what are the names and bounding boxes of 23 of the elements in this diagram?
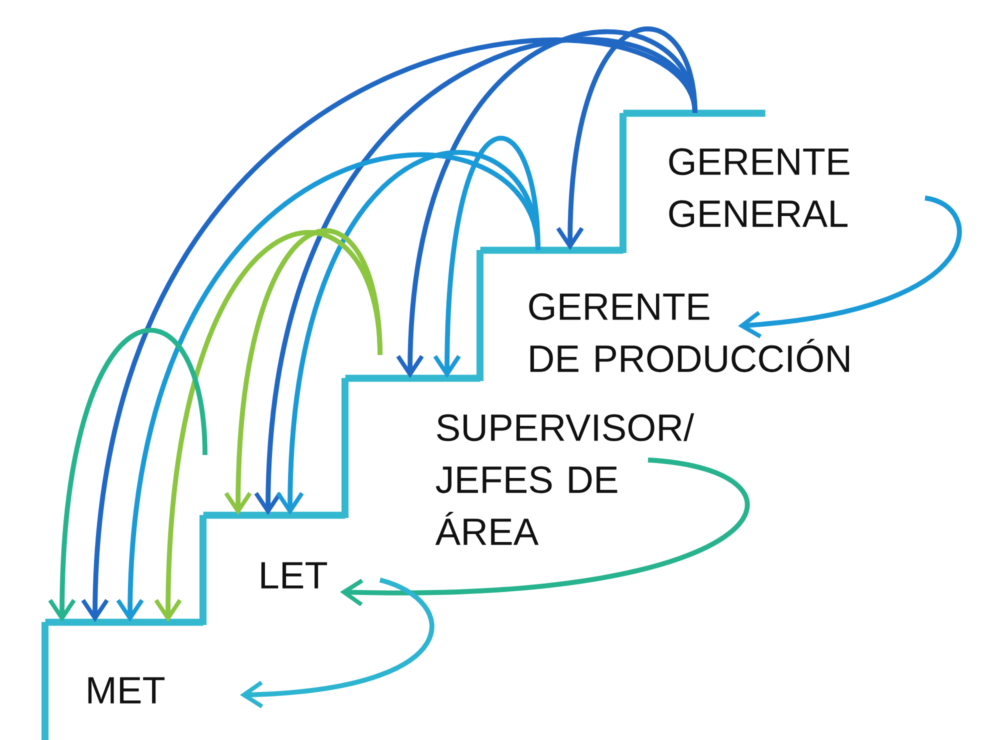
- arrow: [556, 26, 698, 250]
- level-label: GERENTE DE PRODUCCIÓN: [529, 293, 849, 372]
- arrow: [738, 196, 962, 338]
- arrow: [340, 458, 750, 606]
- arrow: [254, 36, 698, 515]
- arrow: [116, 153, 540, 622]
- arrow: [240, 578, 434, 708]
- level-label: GERENTE GENERAL: [669, 148, 850, 228]
- level-label: MET: [88, 677, 165, 704]
- stair-step: [345, 374, 480, 382]
- arrow: [433, 136, 540, 378]
- arrow: [276, 151, 540, 515]
- stair-step: [45, 618, 204, 626]
- level-label: SUPERVISOR/ JEFES DE ÁREA: [435, 413, 694, 545]
- stair-step: [623, 110, 766, 117]
- arrow: [48, 328, 208, 622]
- arrow: [224, 228, 382, 515]
- stair-step: [480, 246, 624, 254]
- arrow: [396, 30, 698, 378]
- arrow: [81, 38, 698, 622]
- level-label: LET: [261, 562, 328, 588]
- stair-step: [203, 512, 346, 519]
- arrow: [154, 230, 382, 622]
